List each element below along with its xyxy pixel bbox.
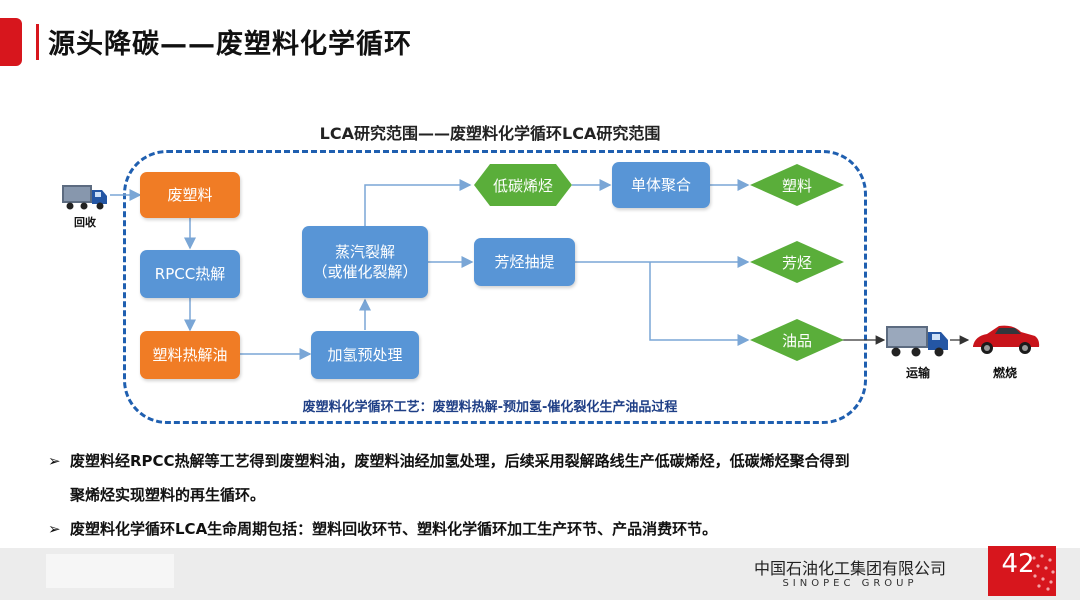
- bullet-text: 废塑料经RPCC热解等工艺得到废塑料油，废塑料油经加氢处理，后续采用裂解路线生产…: [70, 452, 850, 470]
- node-aromatics-product: 芳烃: [750, 241, 844, 283]
- title-divider: [36, 24, 39, 60]
- footer-logo-placeholder: [46, 554, 174, 588]
- page-number: 42: [1001, 549, 1035, 579]
- dot-pattern-icon: [1032, 554, 1055, 591]
- scope-title: LCA研究范围——废塑料化学循环LCA研究范围: [319, 124, 661, 143]
- bullet-marker-icon: ➢: [48, 520, 61, 538]
- low-carbon-olefin-label: 低碳烯烃: [492, 176, 553, 195]
- node-oil-product: 油品: [750, 319, 844, 361]
- bullet-item: ➢ 废塑料化学循环LCA生命周期包括：塑料回收环节、塑料化学循环加工生产环节、产…: [48, 512, 1038, 546]
- node-aromatic-extraction: 芳烃抽提: [474, 238, 575, 286]
- arrow-steam-to-olefin: [364, 179, 472, 226]
- title-accent-bar: [0, 18, 22, 66]
- node-plastic-product: 塑料: [750, 164, 844, 206]
- node-monomer-polymerization: 单体聚合: [612, 162, 710, 208]
- bullet-item: ➢ 废塑料经RPCC热解等工艺得到废塑料油，废塑料油经加氢处理，后续采用裂解路线…: [48, 444, 1038, 478]
- node-pyrolysis-oil: 塑料热解油: [140, 331, 240, 379]
- company-name-cn: 中国石油化工集团有限公司: [753, 559, 946, 578]
- node-rpcc-pyrolysis: RPCC热解: [140, 250, 240, 298]
- bullet-marker-icon: ➢: [48, 452, 61, 470]
- combustion-label: 燃烧: [992, 366, 1017, 380]
- bullet-list: ➢ 废塑料经RPCC热解等工艺得到废塑料油，废塑料油经加氢处理，后续采用裂解路线…: [48, 444, 1038, 546]
- bullet-continuation: 聚烯烃实现塑料的再生循环。: [70, 486, 266, 504]
- recycle-label: 回收: [74, 216, 96, 229]
- car-icon: [973, 325, 1040, 354]
- scope-boundary: [123, 150, 867, 424]
- transport-truck-icon: [886, 326, 948, 357]
- node-low-carbon-olefin: 低碳烯烃: [474, 164, 572, 206]
- page-number-badge: [988, 546, 1056, 596]
- page-title: 源头降碳——废塑料化学循环: [48, 29, 412, 60]
- plastic-product-label: 塑料: [781, 176, 812, 195]
- bullet-text: 废塑料化学循环LCA生命周期包括：塑料回收环节、塑料化学循环加工生产环节、产品消…: [70, 520, 718, 538]
- node-hydro-pretreatment: 加氢预处理: [311, 331, 419, 379]
- aromatics-product-label: 芳烃: [781, 253, 812, 272]
- steam-cracking-alt-label: （或催化裂解）: [312, 263, 418, 281]
- company-name-en: SINOPEC GROUP: [782, 578, 918, 589]
- node-steam-cracking: 蒸汽裂解 （或催化裂解）: [302, 226, 428, 298]
- footer-bar: [0, 548, 1080, 600]
- steam-cracking-label: 蒸汽裂解: [334, 243, 395, 261]
- transport-label: 运输: [905, 366, 930, 380]
- node-waste-plastic: 废塑料: [140, 172, 240, 218]
- arrow-extract-to-oil: [649, 262, 750, 346]
- oil-product-label: 油品: [781, 331, 812, 350]
- truck-icon: [62, 185, 107, 210]
- process-caption: 废塑料化学循环工艺：废塑料热解-预加氢-催化裂化生产油品过程: [302, 400, 678, 415]
